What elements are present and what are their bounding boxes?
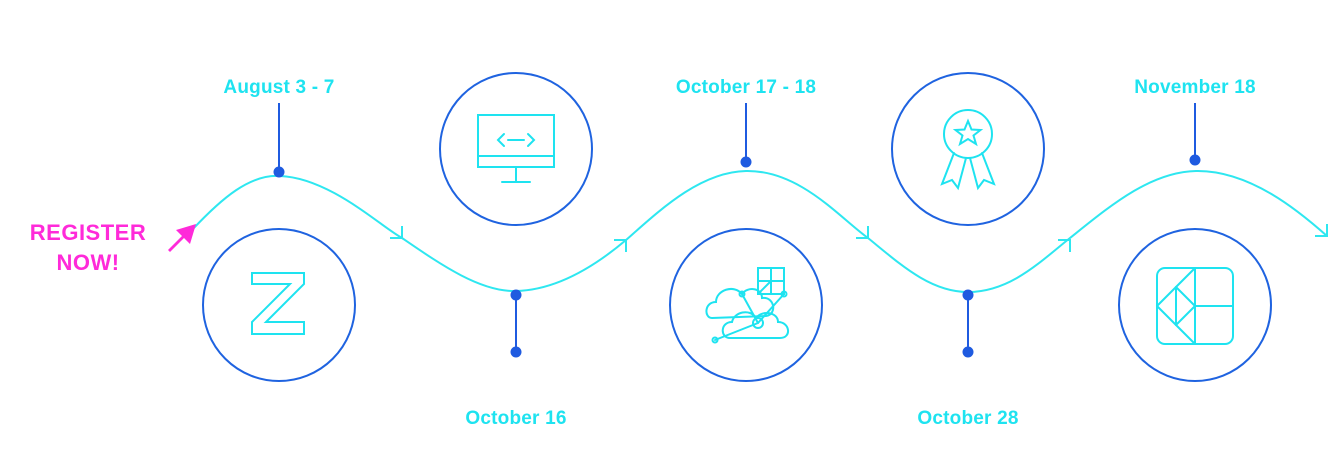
wave-arrowhead <box>1315 224 1328 237</box>
arrow-up-right-icon[interactable] <box>168 224 196 252</box>
stem-dot-4b <box>962 346 974 358</box>
event-circles <box>202 72 1272 382</box>
date-stems <box>273 103 1201 358</box>
stem-dot-3 <box>740 156 752 168</box>
stem-dot-2a <box>510 289 522 301</box>
event-circle-5 <box>1118 228 1272 382</box>
date-label-5: November 18 <box>1134 77 1256 98</box>
event-circle-2 <box>439 72 593 226</box>
register-line-2: NOW! <box>56 250 120 275</box>
cloud-network-icon <box>705 267 789 344</box>
event-circle-3 <box>669 228 823 382</box>
date-label-1: August 3 - 7 <box>223 77 335 98</box>
monitor-code-icon <box>477 114 555 183</box>
date-label-2: October 16 <box>465 408 567 429</box>
z-logo-icon <box>251 272 305 335</box>
timeline-wave <box>191 169 1328 294</box>
stem-dot-1 <box>273 166 285 178</box>
award-ribbon-icon <box>940 109 996 191</box>
grid-triangle-logo-icon <box>1156 267 1234 345</box>
wave-arrowhead <box>856 226 869 239</box>
register-line-1: REGISTER <box>29 220 147 245</box>
wave-arrowhead <box>614 239 627 252</box>
date-label-3: October 17 - 18 <box>675 77 817 98</box>
wave-arrowheads <box>390 224 1328 252</box>
wave-arrowhead <box>1058 239 1071 252</box>
stem-dot-4a <box>962 289 974 301</box>
register-now-link[interactable]: REGISTER NOW! <box>18 218 158 278</box>
date-label-4: October 28 <box>917 408 1019 429</box>
stem-dot-2b <box>510 346 522 358</box>
stem-dot-5 <box>1189 154 1201 166</box>
wave-arrowhead <box>390 226 403 239</box>
event-circle-4 <box>891 72 1045 226</box>
event-circle-1 <box>202 228 356 382</box>
